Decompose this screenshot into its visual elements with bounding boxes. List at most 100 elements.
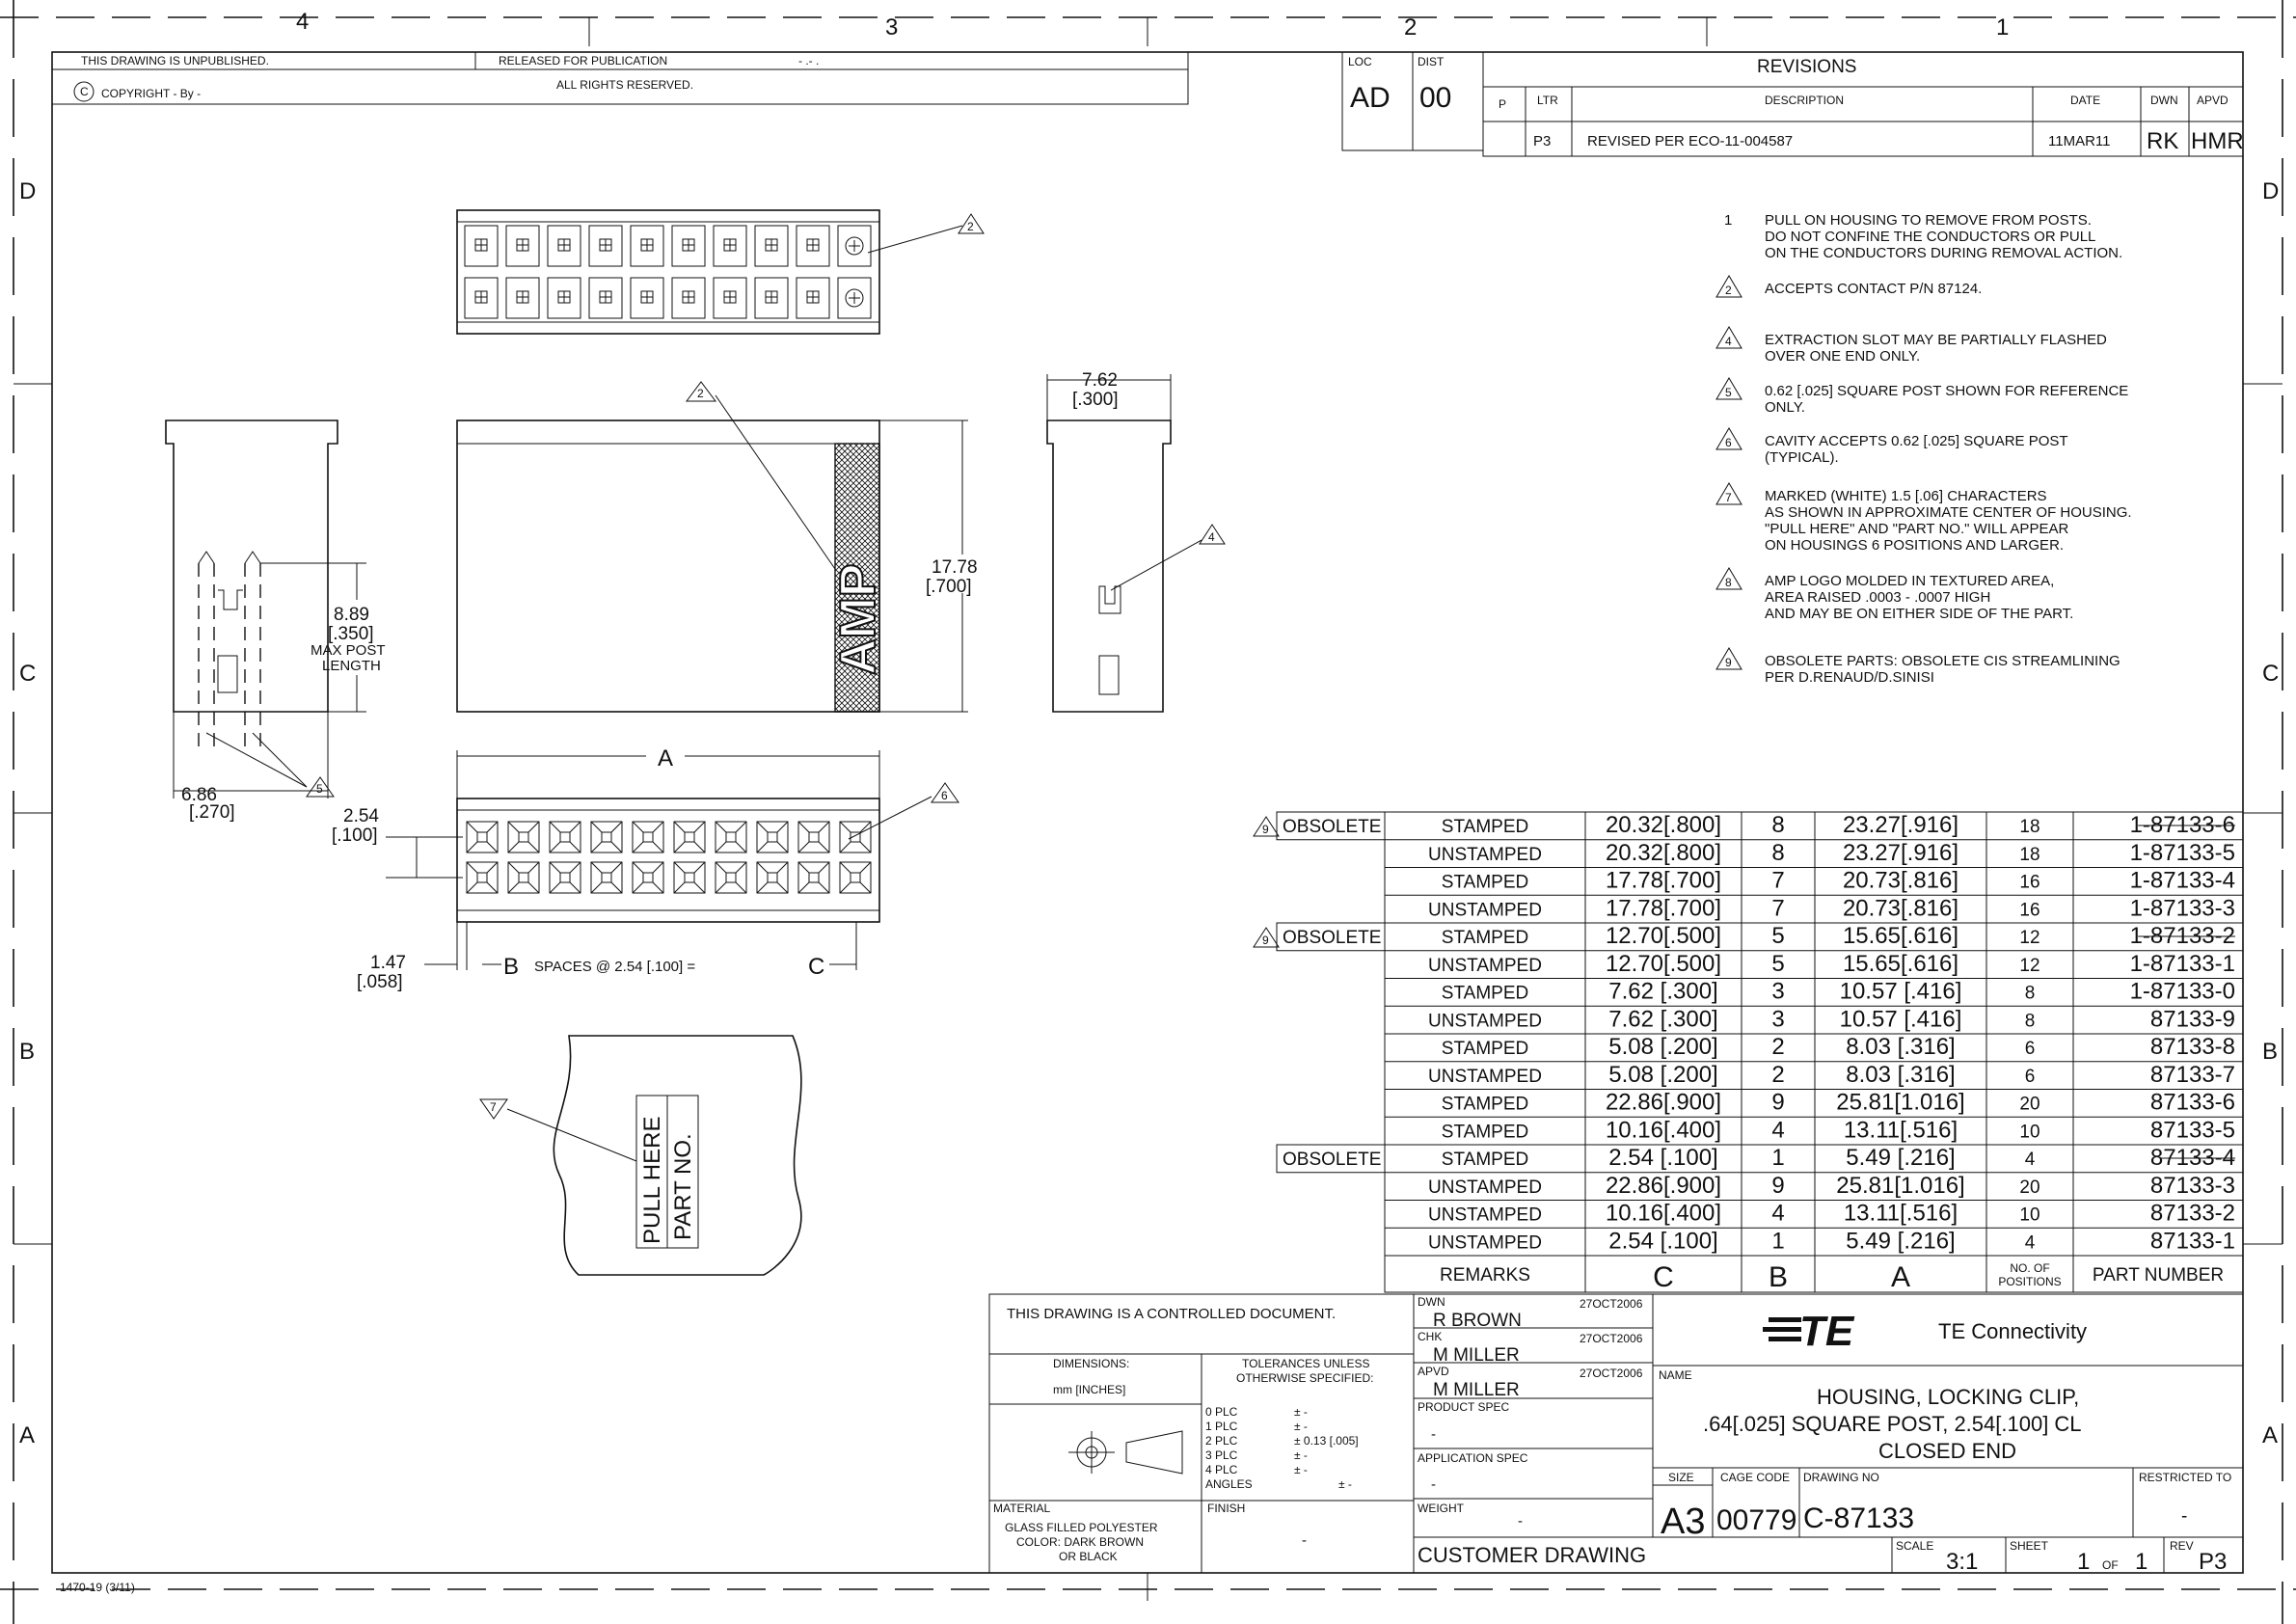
- contact-cavity: [464, 225, 499, 267]
- c-cell: 17.78[.700]: [1606, 868, 1721, 894]
- dist-label: DIST: [1418, 55, 1445, 68]
- positions-cell: 16: [2019, 873, 2039, 893]
- positions-cell: 16: [2019, 900, 2039, 920]
- note-line: ON THE CONDUCTORS DURING REMOVAL ACTION.: [1765, 245, 2122, 261]
- remark-cell: STAMPED: [1442, 928, 1528, 948]
- contact-cavity: [630, 277, 664, 319]
- scale-value: 3:1: [1946, 1549, 1978, 1575]
- b-cell: 7: [1771, 868, 1784, 894]
- post-cavity: [466, 861, 499, 894]
- remark-cell: UNSTAMPED: [1428, 1011, 1542, 1031]
- post-cavity: [507, 821, 540, 853]
- part-name-line-1: HOUSING, LOCKING CLIP,: [1817, 1385, 2079, 1409]
- positions-cell: 12: [2019, 928, 2039, 948]
- contact-cavity: [588, 277, 623, 319]
- note-line: 0.62 [.025] SQUARE POST SHOWN FOR REFERE…: [1765, 383, 2128, 399]
- pull-here-text: PULL HERE: [639, 1117, 665, 1245]
- tolerance-key: ANGLES: [1205, 1477, 1253, 1491]
- company-name: TE Connectivity: [1938, 1319, 2087, 1343]
- tolerance-key: 0 PLC: [1205, 1405, 1238, 1419]
- note-line: OBSOLETE PARTS: OBSOLETE CIS STREAMLININ…: [1765, 653, 2120, 669]
- note-line: OVER ONE END ONLY.: [1765, 348, 1920, 365]
- footer-label: REMARKS: [1440, 1265, 1530, 1286]
- cage-label: CAGE CODE: [1720, 1471, 1790, 1484]
- a-cell: 20.73[.816]: [1843, 895, 1958, 921]
- dim-b: B: [503, 954, 519, 980]
- contact-cavity: [713, 277, 747, 319]
- post-cavity: [839, 861, 872, 894]
- positions-cell: 8: [2025, 984, 2036, 1004]
- remark-cell: STAMPED: [1442, 1039, 1528, 1059]
- remark-cell: UNSTAMPED: [1428, 1205, 1542, 1226]
- loc-dist-box: LOC AD DIST 00: [1341, 51, 1484, 151]
- part-number-cell: 87133-5: [2150, 1117, 2235, 1143]
- textured-logo-area: [834, 443, 880, 713]
- obsolete-label: OBSOLETE: [1283, 1150, 1381, 1170]
- remark-cell: UNSTAMPED: [1428, 1232, 1542, 1253]
- note-line: AMP LOGO MOLDED IN TEXTURED AREA,: [1765, 573, 2054, 589]
- footer-label: B: [1769, 1261, 1788, 1293]
- positions-cell: 10: [2019, 1205, 2039, 1226]
- part-no-text: PART NO.: [670, 1133, 696, 1240]
- post-cavity: [466, 821, 499, 853]
- part-number-cell: 1-87133-5: [2130, 840, 2235, 866]
- sheet-value: 1: [2077, 1549, 2090, 1575]
- rev-desc: REVISED PER ECO-11-004587: [1587, 133, 1793, 149]
- rev-date-header: DATE: [2070, 94, 2100, 107]
- tolerance-key: 3 PLC: [1205, 1448, 1238, 1462]
- remark-cell: UNSTAMPED: [1428, 845, 1542, 865]
- contact-cavity: [671, 277, 706, 319]
- footer-label: C: [1653, 1261, 1674, 1293]
- material-line-2: COLOR: DARK BROWN: [1016, 1535, 1144, 1549]
- revisions-title: REVISIONS: [1757, 57, 1856, 77]
- rev-apvd-header: APVD: [2197, 94, 2228, 107]
- marking-detail: PULL HERE PART NO. 7: [479, 1035, 802, 1276]
- part-number-cell: 87133-1: [2150, 1228, 2235, 1254]
- part-number-cell: 1-87133-0: [2130, 979, 2235, 1005]
- c-cell: 7.62 [.300]: [1608, 1006, 1717, 1032]
- dimensions-label: DIMENSIONS:: [1053, 1357, 1129, 1370]
- tolerance-value: ± -: [1294, 1420, 1308, 1433]
- revisions-table: REVISIONS P LTR DESCRIPTION DATE DWN APV…: [1482, 51, 2244, 157]
- loc-label: LOC: [1348, 55, 1372, 68]
- part-name-line-2: .64[.025] SQUARE POST, 2.54[.100] CL: [1703, 1412, 2082, 1436]
- positions-cell: 8: [2025, 1011, 2036, 1031]
- footer-positions-2: POSITIONS: [1998, 1275, 2061, 1288]
- contact-cavity-end: [845, 236, 864, 256]
- tol-label-1: TOLERANCES UNLESS: [1242, 1357, 1370, 1370]
- post-cavity: [673, 821, 706, 853]
- sheet-total: 1: [2135, 1549, 2147, 1575]
- positions-cell: 6: [2025, 1039, 2036, 1059]
- dim-length: LENGTH: [322, 658, 381, 674]
- tolerance-key: 4 PLC: [1205, 1463, 1238, 1476]
- positions-cell: 12: [2019, 956, 2039, 976]
- b-cell: 5: [1771, 923, 1784, 949]
- chk-date: 27OCT2006: [1580, 1332, 1643, 1345]
- dim-300: [.300]: [1072, 390, 1119, 410]
- note-line: (TYPICAL).: [1765, 449, 1839, 466]
- a-cell: 13.11[.516]: [1844, 1201, 1958, 1227]
- a-cell: 23.27[.916]: [1843, 812, 1958, 838]
- post-cavity: [549, 821, 581, 853]
- contact-cavity-end: [845, 288, 864, 308]
- contact-cavity: [796, 225, 830, 267]
- controlled-text: THIS DRAWING IS A CONTROLLED DOCUMENT.: [1007, 1306, 1336, 1322]
- restricted-label: RESTRICTED TO: [2139, 1471, 2231, 1484]
- customer-drawing: CUSTOMER DRAWING: [1418, 1543, 1646, 1567]
- rev-p-header: P: [1499, 97, 1506, 111]
- tolerance-value: ± 0.13 [.005]: [1294, 1434, 1359, 1448]
- copyright-text: COPYRIGHT - By -: [101, 87, 201, 100]
- material-label: MATERIAL: [993, 1502, 1050, 1515]
- note-line: "PULL HERE" AND "PART NO." WILL APPEAR: [1765, 521, 2068, 537]
- a-cell: 25.81[1.016]: [1836, 1173, 1964, 1199]
- footer-positions-1: NO. OF: [2010, 1261, 2049, 1275]
- note-flag: 6: [1725, 436, 1732, 449]
